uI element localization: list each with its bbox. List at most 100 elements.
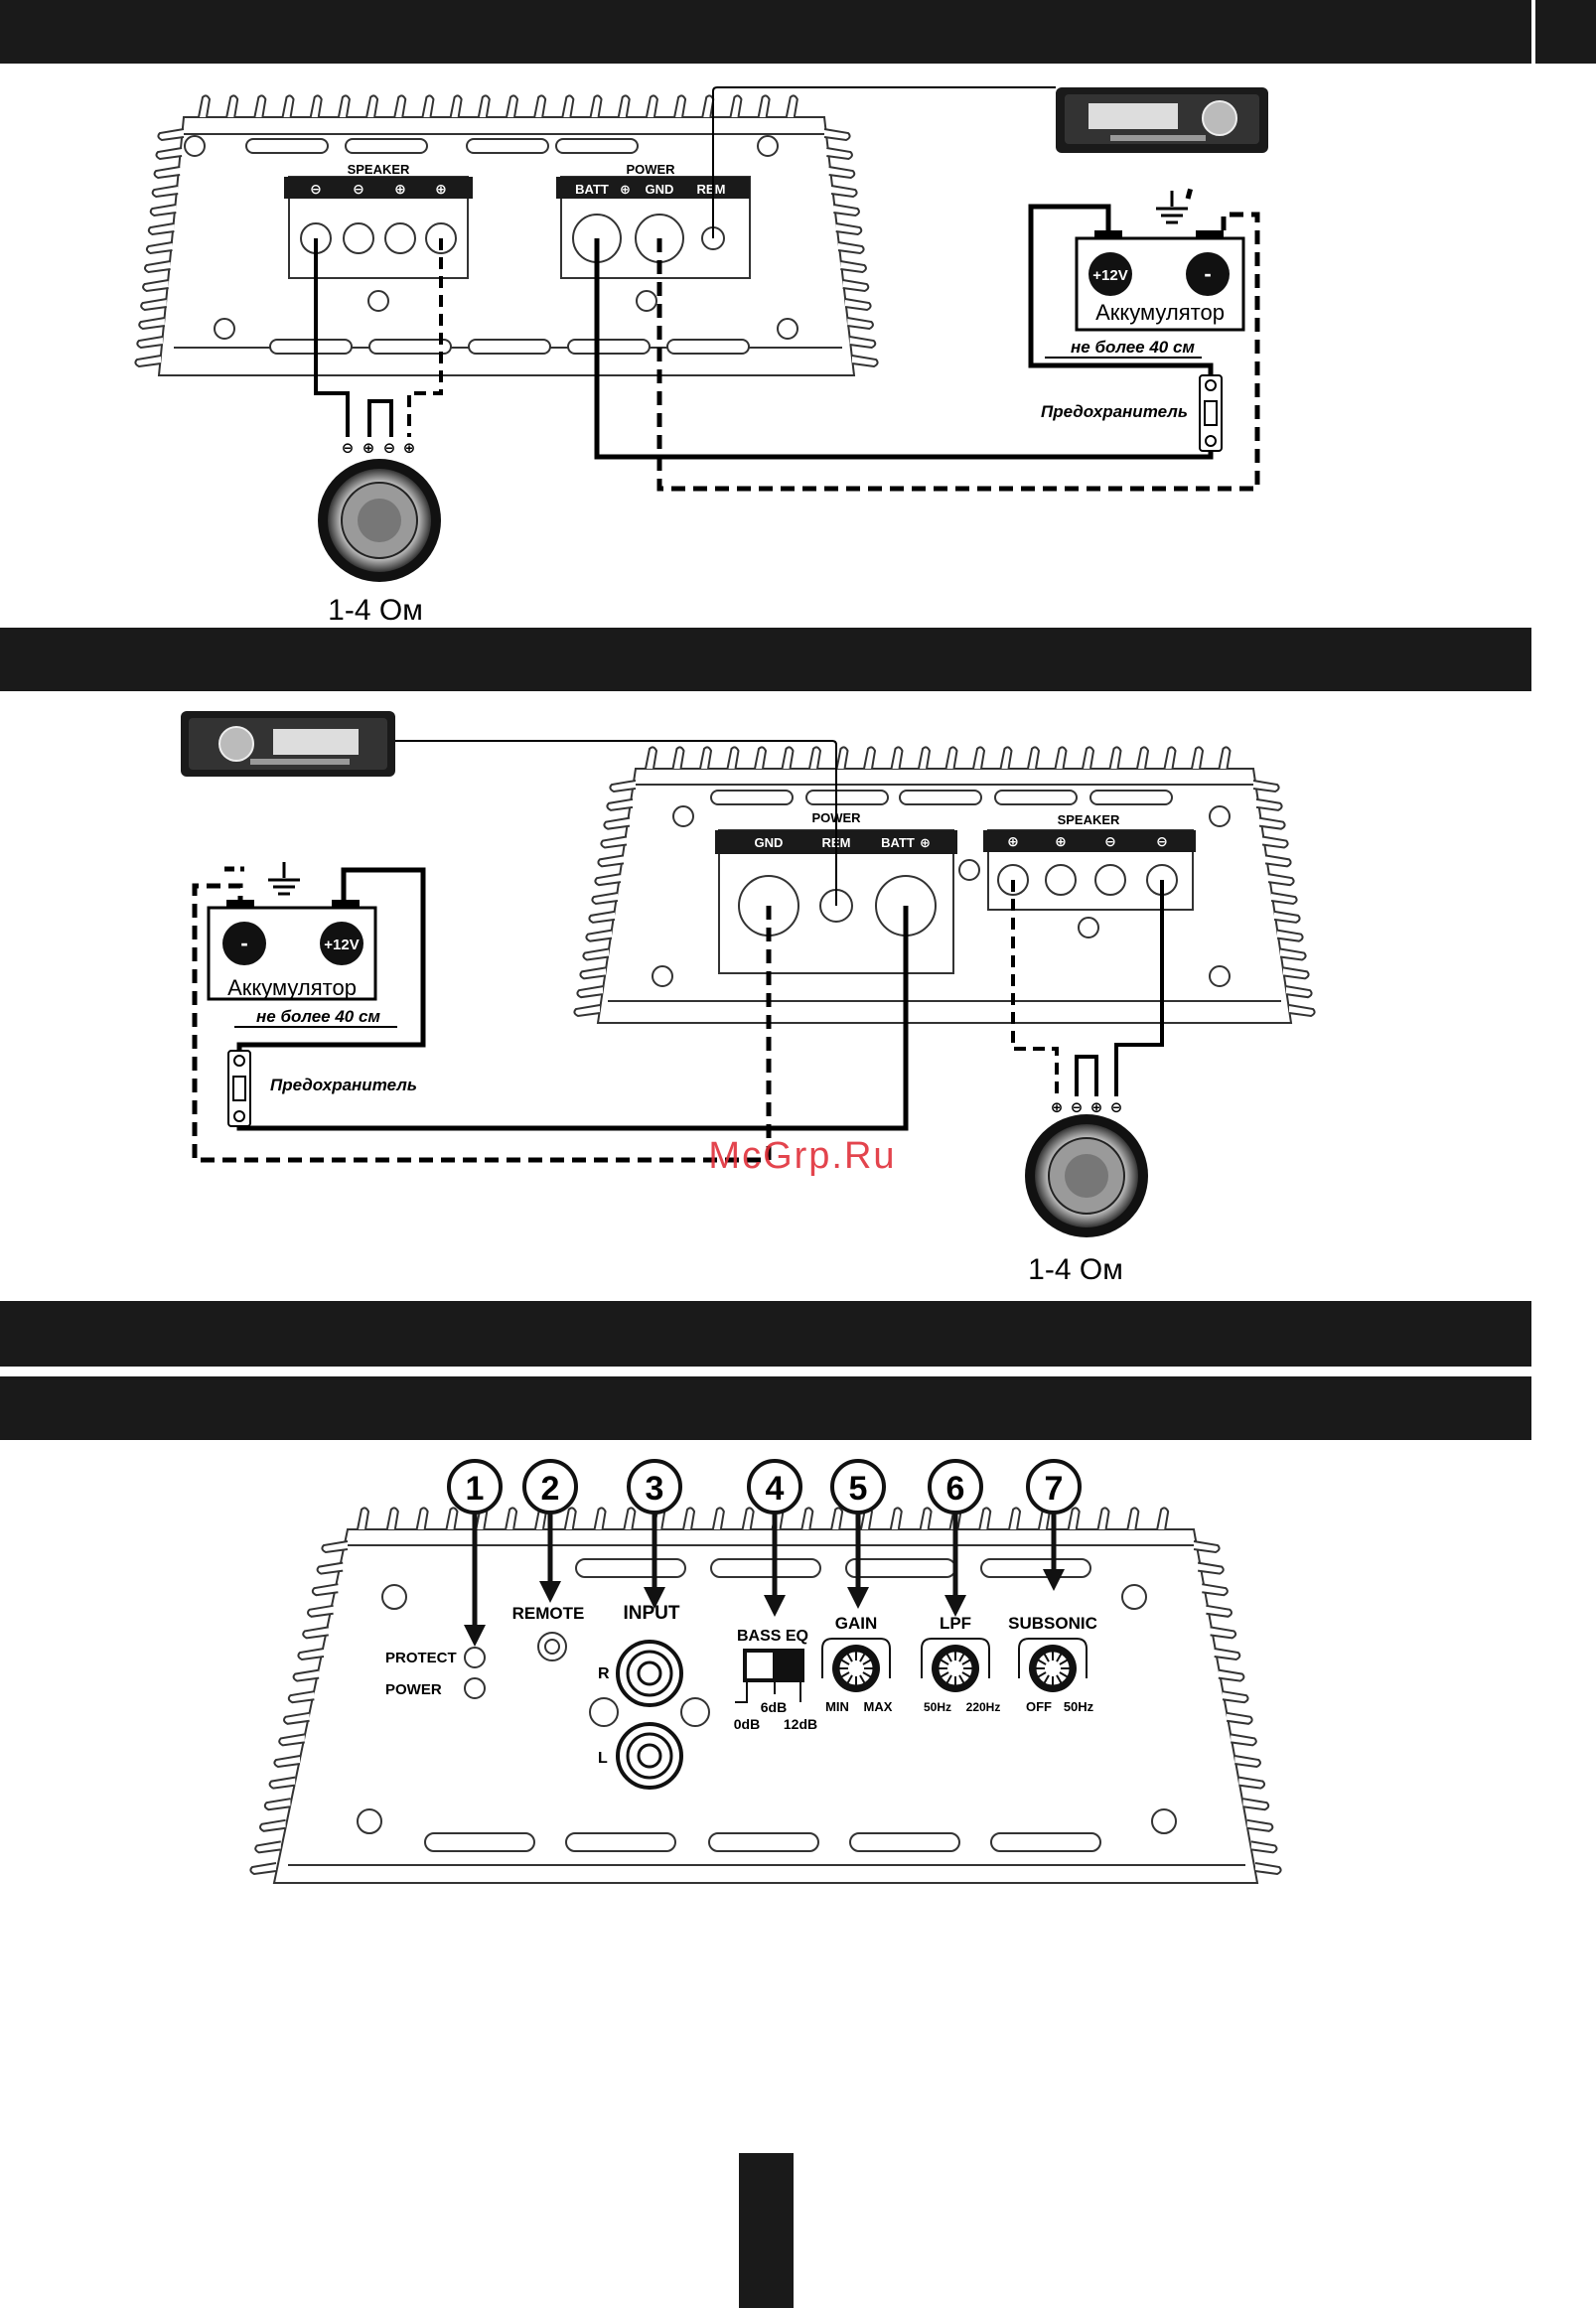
fin bbox=[254, 1840, 281, 1854]
svg-text:⊕: ⊕ bbox=[1051, 1099, 1064, 1116]
speaker-wire-minus-1 bbox=[314, 238, 350, 437]
lpf-label: LPF bbox=[940, 1614, 971, 1633]
fin bbox=[151, 185, 179, 199]
fin bbox=[445, 1507, 459, 1530]
lpf-max: 220Hz bbox=[966, 1700, 1001, 1714]
gnd-wire-2 bbox=[192, 883, 772, 1163]
fin bbox=[1242, 1798, 1270, 1811]
header-bar-1 bbox=[0, 0, 1531, 64]
fin bbox=[1197, 1561, 1225, 1575]
fin bbox=[533, 94, 547, 118]
fin bbox=[711, 1507, 725, 1530]
power-terminal-header-1 bbox=[556, 177, 750, 199]
fin bbox=[1231, 1733, 1257, 1747]
fin bbox=[1206, 1604, 1233, 1618]
lpf-min: 50Hz bbox=[924, 1700, 951, 1714]
amplifier-1-fins bbox=[134, 94, 879, 368]
battery-label-2: Аккумулятор bbox=[227, 975, 357, 1000]
fin bbox=[833, 204, 860, 217]
fin bbox=[1082, 746, 1095, 770]
fin bbox=[741, 1507, 755, 1530]
fin bbox=[281, 94, 295, 118]
input-label: INPUT bbox=[624, 1603, 680, 1624]
fin bbox=[673, 94, 687, 118]
svg-text:⊖: ⊖ bbox=[383, 440, 396, 457]
fin bbox=[645, 746, 658, 770]
fuse-2 bbox=[227, 1050, 251, 1127]
fin bbox=[1279, 947, 1307, 961]
ground-icon bbox=[268, 862, 300, 896]
batt-plus-icon: ⊕ bbox=[620, 182, 631, 197]
callout-number: 5 bbox=[849, 1470, 868, 1508]
subwoofer-terminals-1: ⊖⊕⊖⊕ bbox=[342, 440, 416, 457]
fin bbox=[837, 241, 865, 255]
fin bbox=[944, 746, 958, 770]
bass-eq-switch[interactable] bbox=[743, 1649, 804, 1682]
fin bbox=[1054, 746, 1068, 770]
fin bbox=[585, 929, 613, 942]
gain-knob[interactable] bbox=[821, 1638, 891, 1692]
header-bar-1-right bbox=[1535, 0, 1596, 64]
fin bbox=[1202, 1583, 1229, 1597]
fin bbox=[699, 746, 713, 770]
fin bbox=[142, 279, 169, 293]
terminal-plus-icon: ⊕ bbox=[394, 181, 406, 197]
rca-input-l[interactable] bbox=[616, 1722, 683, 1790]
subwoofer-terminals-2: ⊕⊖⊕⊖ bbox=[1051, 1099, 1123, 1116]
power-led-label: POWER bbox=[385, 1681, 442, 1698]
fin bbox=[283, 1711, 310, 1725]
bass-eq-0db: 0dB bbox=[734, 1716, 760, 1732]
fin bbox=[198, 94, 212, 118]
fin bbox=[863, 746, 877, 770]
fin bbox=[321, 1540, 349, 1554]
fin bbox=[589, 94, 603, 118]
fin bbox=[155, 147, 183, 161]
fin bbox=[1193, 1540, 1221, 1554]
fin bbox=[781, 746, 795, 770]
fin bbox=[225, 94, 239, 118]
fin bbox=[800, 1507, 814, 1530]
fin bbox=[302, 1626, 329, 1640]
fin bbox=[157, 128, 185, 142]
fin bbox=[263, 1798, 291, 1811]
svg-text:⊖: ⊖ bbox=[1071, 1099, 1084, 1116]
fin bbox=[1008, 1507, 1022, 1530]
fin bbox=[1250, 1840, 1278, 1854]
fin bbox=[1136, 746, 1150, 770]
bass-eq-leader-lines bbox=[735, 1682, 801, 1703]
fin bbox=[582, 947, 610, 961]
fin bbox=[597, 854, 625, 868]
fin bbox=[609, 780, 637, 793]
fin bbox=[1267, 873, 1295, 887]
bass-eq-12db: 12dB bbox=[784, 1716, 817, 1732]
subsonic-knob[interactable] bbox=[1018, 1638, 1088, 1692]
subwoofer-2 bbox=[1025, 1114, 1148, 1237]
callout-number: 1 bbox=[466, 1470, 485, 1508]
fin bbox=[835, 746, 849, 770]
speaker-wire-plus-2 bbox=[1011, 880, 1059, 1096]
fin bbox=[1288, 1004, 1316, 1018]
fin bbox=[600, 835, 628, 849]
lpf-knob[interactable] bbox=[921, 1638, 990, 1692]
svg-text:⊖: ⊖ bbox=[342, 440, 355, 457]
header-bar-4 bbox=[0, 1376, 1531, 1440]
amplifier-1-screws bbox=[184, 135, 798, 340]
fuse-label-2: Предохранитель bbox=[270, 1076, 417, 1094]
fin bbox=[1214, 1648, 1241, 1661]
speaker-block-label-1: SPEAKER bbox=[348, 162, 410, 177]
fin bbox=[307, 1604, 334, 1618]
fin bbox=[1255, 797, 1283, 811]
fin bbox=[1238, 1776, 1266, 1790]
fin bbox=[606, 797, 634, 811]
gain-min: MIN bbox=[825, 1699, 849, 1714]
fin bbox=[449, 94, 463, 118]
fin bbox=[311, 1583, 339, 1597]
rca-input-r[interactable] bbox=[616, 1640, 683, 1707]
battery-2 bbox=[207, 900, 377, 1001]
head-unit-2 bbox=[181, 711, 395, 777]
fin bbox=[1096, 1507, 1110, 1530]
fin bbox=[726, 746, 740, 770]
fin bbox=[840, 260, 867, 274]
